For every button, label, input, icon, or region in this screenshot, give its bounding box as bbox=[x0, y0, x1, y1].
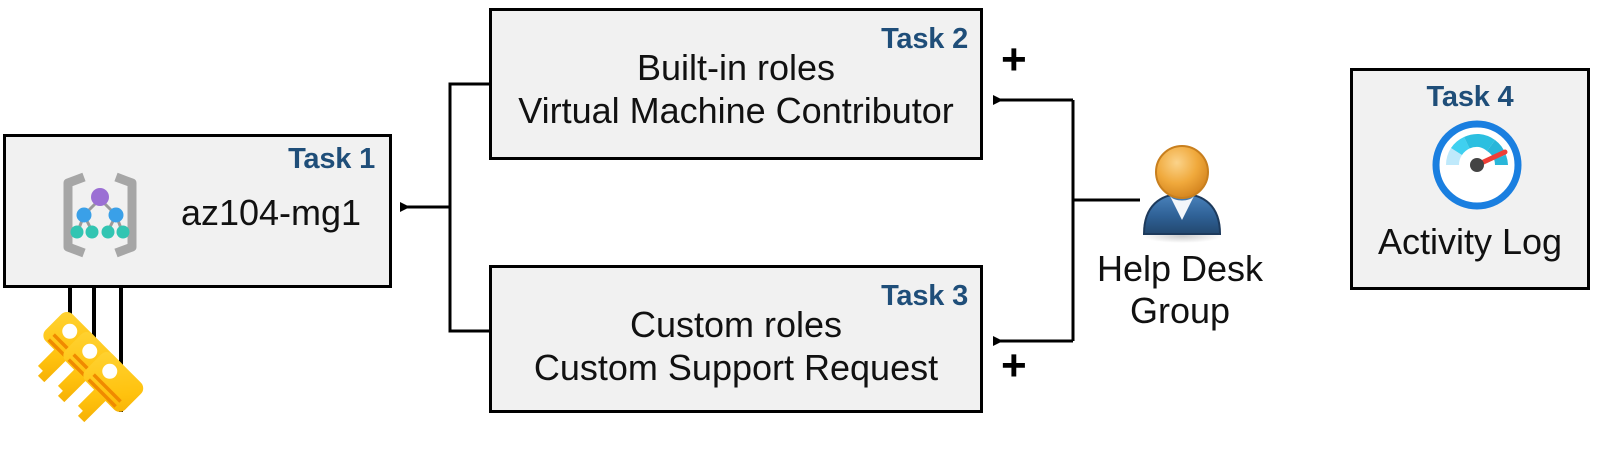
task4-label: Activity Log bbox=[1377, 221, 1563, 262]
task2-tag: Task 2 bbox=[881, 23, 968, 55]
task1-box[interactable]: Task 1 az104-mg1 bbox=[3, 134, 392, 288]
task4-tag: Task 4 bbox=[1426, 81, 1514, 113]
bracket-to-task1 bbox=[448, 82, 489, 333]
help-desk-group[interactable]: Help Desk Group bbox=[1085, 140, 1275, 370]
gauge-icon bbox=[1431, 119, 1523, 211]
task4-box[interactable]: Task 4 Activity Log bbox=[1350, 68, 1590, 290]
management-group-icon bbox=[54, 169, 146, 261]
task1-label: az104-mg1 bbox=[180, 192, 362, 233]
task2-box[interactable]: Task 2 Built-in roles Virtual Machine Co… bbox=[489, 8, 983, 160]
task1-tag: Task 1 bbox=[288, 143, 375, 175]
task2-line2: Virtual Machine Contributor bbox=[518, 90, 954, 131]
task3-plus: + bbox=[1001, 341, 1027, 390]
task3-box[interactable]: Task 3 Custom roles Custom Support Reque… bbox=[489, 265, 983, 413]
keys-icon bbox=[37, 311, 148, 449]
help-desk-group-line2: Group bbox=[1129, 290, 1231, 331]
task2-line1: Built-in roles bbox=[636, 47, 836, 88]
task2-plus: + bbox=[1001, 35, 1027, 84]
task3-tag: Task 3 bbox=[881, 280, 968, 312]
task3-line2: Custom Support Request bbox=[533, 347, 939, 388]
task3-line1: Custom roles bbox=[629, 304, 843, 345]
help-desk-group-line1: Help Desk bbox=[1096, 248, 1264, 289]
user-group-icon bbox=[1130, 140, 1234, 244]
